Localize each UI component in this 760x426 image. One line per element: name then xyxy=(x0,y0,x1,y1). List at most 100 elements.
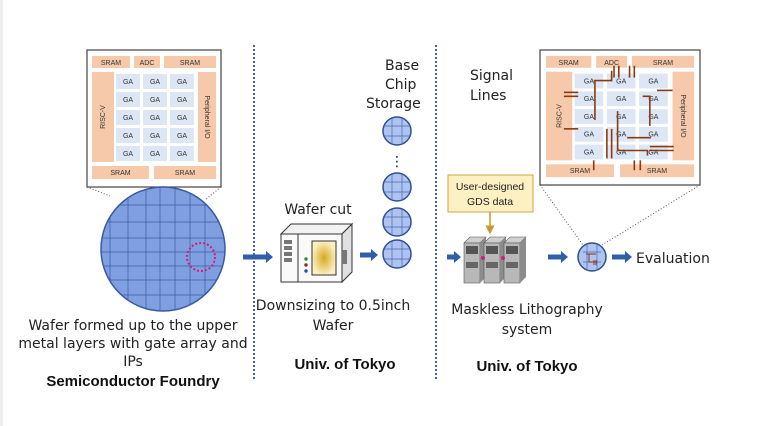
gate-array-cell xyxy=(170,146,194,161)
stage3-org: Univ. of Tokyo xyxy=(476,358,577,375)
gate-array-cell xyxy=(574,126,604,142)
gate-array-cell xyxy=(143,146,167,161)
machine-panel xyxy=(466,262,478,268)
gds-label-2: GDS data xyxy=(467,196,513,208)
stage3-caption-2: system xyxy=(502,322,553,338)
gate-array-label: GA xyxy=(150,79,160,86)
wafer-cut-label: Wafer cut xyxy=(284,202,352,218)
machine-panel xyxy=(486,262,498,268)
flow-arrow-icon xyxy=(548,251,568,263)
gate-array-cell xyxy=(606,91,636,107)
chip-block-bottom-label: SRAM xyxy=(110,170,130,177)
gate-array-label: GA xyxy=(648,96,658,103)
chip-block-bottom-label: SRAM xyxy=(647,168,667,175)
signal-lines-label-2: Lines xyxy=(470,88,506,104)
evaluation-label: Evaluation xyxy=(636,251,710,267)
gate-array-cell xyxy=(143,128,167,143)
machine-panel xyxy=(506,262,518,268)
gate-array-label: GA xyxy=(123,97,133,104)
flow-arrow-icon xyxy=(243,251,273,263)
gate-array-cell xyxy=(639,109,668,124)
gate-array-cell xyxy=(143,110,167,125)
chip-block-top-label: SRAM xyxy=(653,60,673,67)
gate-array-cell xyxy=(606,144,636,160)
gate-array-label: GA xyxy=(150,115,160,122)
machine-side xyxy=(520,237,526,283)
gate-array-label: GA xyxy=(584,96,594,103)
signal-lines-label-1: Signal xyxy=(470,68,513,84)
wafer-disc xyxy=(382,207,412,237)
gate-array-label: GA xyxy=(584,149,594,156)
zoom-line-left xyxy=(86,186,111,197)
gate-array-cell xyxy=(116,92,140,107)
wafer-processed xyxy=(577,242,607,272)
signal-wire xyxy=(642,95,651,126)
gate-array-label: GA xyxy=(616,114,626,121)
stage1-org: Semiconductor Foundry xyxy=(46,373,220,390)
wafer-large xyxy=(100,186,226,312)
risc-v-label: RISC-V xyxy=(556,104,563,128)
left-edge xyxy=(0,0,3,426)
gate-array-label: GA xyxy=(648,79,658,86)
litho-machine xyxy=(463,236,487,284)
wafer-disc xyxy=(382,239,412,269)
wafer-disc xyxy=(382,116,412,146)
gate-array-cell xyxy=(143,92,167,107)
gate-array-label: GA xyxy=(177,115,187,122)
gate-array-cell xyxy=(639,144,668,160)
gate-array-cell xyxy=(574,73,604,89)
gate-array-label: GA xyxy=(648,114,658,121)
gate-array-cell xyxy=(116,146,140,161)
gate-array-cell xyxy=(574,144,604,160)
storage-ellipsis: ⋮ xyxy=(390,154,404,170)
gate-array-label: GA xyxy=(177,79,187,86)
signal-wire xyxy=(616,111,649,156)
peripheral-label: Peripheral I/O xyxy=(679,94,686,138)
gate-array-label: GA xyxy=(648,132,658,139)
chip-block-top xyxy=(164,56,216,68)
stored-wafer-icon xyxy=(382,116,412,146)
stage2-org: Univ. of Tokyo xyxy=(294,356,395,373)
chip-block-top xyxy=(545,55,592,68)
chip-block-risc-v xyxy=(545,71,573,161)
gate-array-label: GA xyxy=(616,79,626,86)
gate-array-label: GA xyxy=(177,133,187,140)
stored-wafer-icon xyxy=(382,207,412,237)
gate-array-label: GA xyxy=(123,79,133,86)
chip-block-bottom xyxy=(92,166,149,179)
flow-arrow-icon xyxy=(360,249,378,261)
chip-block-risc-v xyxy=(92,72,114,162)
machine-indicator xyxy=(501,256,505,260)
gate-array-cell xyxy=(170,74,194,89)
zoom-line-left-2 xyxy=(539,184,584,246)
chip-block-bottom xyxy=(620,164,695,178)
litho-machine xyxy=(501,236,527,284)
gate-array-cell xyxy=(639,73,668,89)
machine-panel xyxy=(486,246,498,254)
gate-array-cell xyxy=(170,110,194,125)
stage2-caption-2: Wafer xyxy=(313,318,354,334)
gate-array-label: GA xyxy=(123,115,133,122)
chip-marker xyxy=(186,242,216,272)
chip-block-top-label: SRAM xyxy=(559,60,579,67)
gate-array-label: GA xyxy=(150,133,160,140)
gate-array-cell xyxy=(170,92,194,107)
stored-wafer-icon xyxy=(382,239,412,269)
gate-array-cell xyxy=(170,128,194,143)
gate-array-cell xyxy=(574,91,604,107)
litho-machine xyxy=(481,236,507,284)
chip-block-bottom-label: SRAM xyxy=(570,168,590,175)
chip-block-top-label: ADC xyxy=(140,60,155,67)
gate-array-label: GA xyxy=(123,133,133,140)
gate-array-label: GA xyxy=(616,149,626,156)
gate-array-label: GA xyxy=(150,151,160,158)
stage3-caption-1: Maskless Lithography xyxy=(451,302,602,318)
chip-block-peripheral xyxy=(672,71,695,161)
gds-label-1: User-designed xyxy=(456,181,524,193)
gds-data-box: User-designed GDS data xyxy=(447,174,534,235)
gate-array-label: GA xyxy=(648,149,658,156)
gate-array-label: GA xyxy=(616,96,626,103)
gate-array-cell xyxy=(574,109,604,124)
storage-label-3: Storage xyxy=(366,96,421,112)
chip-block-peripheral xyxy=(198,72,216,162)
